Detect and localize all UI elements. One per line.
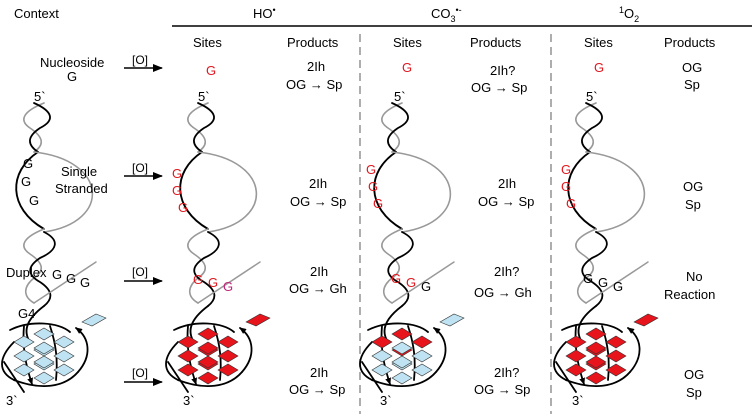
co3-duplex-site-1: G	[391, 271, 401, 286]
singlet-oxygen-header: 1O2	[619, 5, 639, 24]
co3-column: G 2Ih? OG → Sp 5` G G G 2Ih OG → Sp G G …	[359, 60, 534, 408]
co3-g4-sites	[359, 313, 465, 393]
ho-sites-header: Sites	[193, 35, 222, 50]
reaction-arrows: [O] [O] [O] [O]	[124, 53, 163, 386]
co3-duplex-product-1: 2Ih?	[494, 264, 519, 279]
oxidant-label-4: [O]	[132, 366, 148, 380]
g4-label: G4	[18, 306, 35, 321]
five-prime-end: 5`	[34, 89, 46, 104]
o2-ss-site-1: G	[561, 162, 571, 177]
o2-duplex-product-1: No	[686, 269, 703, 284]
three-prime-end: 3`	[6, 393, 18, 408]
ho-products-header: Products	[287, 35, 339, 50]
o2-duplex-site-1: G	[583, 271, 593, 286]
duplex-g-1: G	[52, 267, 62, 282]
co3-ss-site-3: G	[373, 196, 383, 211]
o2-five-prime: 5`	[586, 89, 598, 104]
ho-nucleoside-site: G	[206, 63, 216, 78]
o2-duplex-site-3: G	[613, 279, 623, 294]
ho-strand	[179, 102, 261, 343]
ho-duplex-product-2: OG → Gh	[289, 281, 347, 296]
o2-ss-product-2: Sp	[685, 197, 701, 212]
co3-nucleoside-product-2: OG → Sp	[471, 80, 527, 95]
o2-nucleoside-site: G	[594, 60, 604, 75]
ho-duplex-product-1: 2Ih	[310, 264, 328, 279]
context-column: Nucleoside G 5` G G G Single Stranded Du…	[1, 55, 108, 408]
oxidant-label-1: [O]	[132, 53, 148, 67]
oxidant-label-3: [O]	[132, 265, 148, 279]
ho-g4-sites	[166, 314, 270, 392]
co3-ss-site-2: G	[368, 179, 378, 194]
ss-g-1: G	[23, 156, 33, 171]
o2-three-prime: 3`	[572, 393, 584, 408]
single-stranded-label-2: Stranded	[55, 181, 108, 196]
co3-sites-header: Sites	[393, 35, 422, 50]
o2-duplex-site-2: G	[598, 275, 608, 290]
co3-duplex-site-2: G	[406, 275, 416, 290]
ho-ss-site-3: G	[178, 200, 188, 215]
ho-ss-product-1: 2Ih	[309, 176, 327, 191]
co3-ss-site-1: G	[366, 162, 376, 177]
o2-nucleoside-product-2: Sp	[684, 77, 700, 92]
hydroxyl-radical-header: HO•	[253, 5, 276, 21]
nucleoside-label: Nucleoside	[40, 55, 104, 70]
ho-duplex-site-1: G	[193, 272, 203, 287]
co3-strand	[373, 102, 455, 343]
co3-g4-product-2: OG → Sp	[474, 382, 530, 397]
context-header: Context	[14, 6, 59, 21]
co3-nucleoside-product-1: 2Ih?	[490, 63, 515, 78]
ho-nucleoside-product-1: 2Ih	[307, 59, 325, 74]
single-stranded-label-1: Single	[61, 164, 97, 179]
duplex-label: Duplex	[6, 265, 47, 280]
o2-ss-site-3: G	[566, 196, 576, 211]
co3-g4-product-1: 2Ih?	[494, 365, 519, 380]
ho-duplex-site-2: G	[208, 275, 218, 290]
ho-g4-product-2: OG → Sp	[289, 382, 345, 397]
ho-nucleoside-product-2: OG → Sp	[286, 77, 342, 92]
o2-g4-sites	[554, 314, 658, 392]
o2-nucleoside-product-1: OG	[682, 60, 702, 75]
o2-ss-product-1: OG	[683, 179, 703, 194]
o2-ss-site-2: G	[561, 179, 571, 194]
o2-sites-header: Sites	[584, 35, 613, 50]
ho-ss-site-2: G	[172, 183, 182, 198]
ho-g4-product-1: 2Ih	[310, 365, 328, 380]
o2-strand	[567, 102, 649, 343]
co3-duplex-site-3: G	[421, 279, 431, 294]
co3-duplex-product-2: OG → Gh	[474, 285, 532, 300]
ho-column: G 2Ih OG → Sp 5` G G G 2Ih OG → Sp G G G…	[166, 59, 347, 408]
co3-ss-product-2: OG → Sp	[478, 194, 534, 209]
o2-products-header: Products	[664, 35, 716, 50]
duplex-g-3: G	[80, 275, 90, 290]
co3-ss-product-1: 2Ih	[498, 176, 516, 191]
ho-five-prime: 5`	[198, 89, 210, 104]
co3-five-prime: 5`	[394, 89, 406, 104]
ss-g-2: G	[21, 174, 31, 189]
ho-ss-site-1: G	[172, 166, 182, 181]
ho-duplex-site-3: G	[223, 279, 233, 294]
co3-nucleoside-site: G	[402, 60, 412, 75]
duplex-g-2: G	[66, 271, 76, 286]
o2-duplex-product-2: Reaction	[664, 287, 715, 302]
ss-g-3: G	[29, 193, 39, 208]
ho-three-prime: 3`	[183, 393, 195, 408]
co3-three-prime: 3`	[380, 393, 392, 408]
o2-g4-product-1: OG	[684, 367, 704, 382]
nucleoside-g: G	[67, 69, 77, 84]
o2-g4-product-2: Sp	[686, 385, 702, 400]
context-g4	[1, 313, 107, 393]
ho-ss-product-2: OG → Sp	[290, 194, 346, 209]
co3-products-header: Products	[470, 35, 522, 50]
o2-column: G OG Sp 5` G G G OG Sp G G G No Reaction…	[554, 60, 715, 408]
carbonate-radical-header: CO3•-	[431, 5, 462, 24]
oxidant-label-2: [O]	[132, 161, 148, 175]
